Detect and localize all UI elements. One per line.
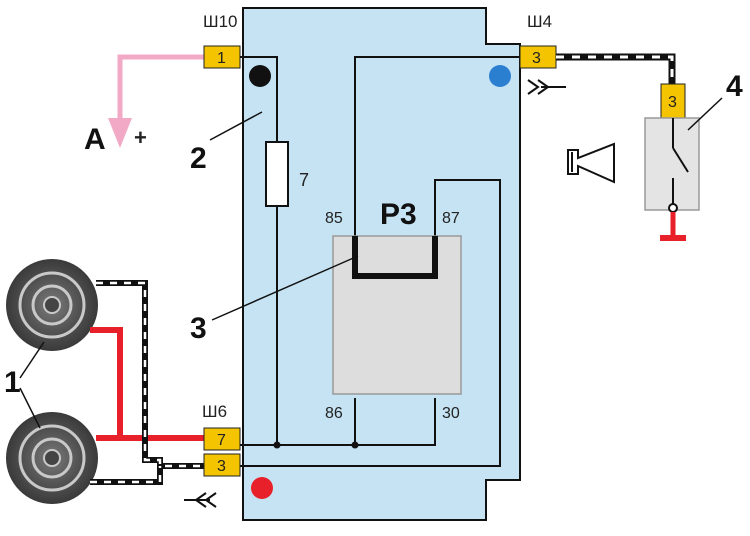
relay-coil [352,236,438,279]
callout-coil-line [211,255,359,321]
power-label: A [84,123,106,156]
connector-sh10-pin: 1 [217,50,226,67]
connector-arrow-icon [527,79,566,95]
horn-top [6,259,98,351]
switch-connector-pin: 3 [668,94,677,111]
switch-contact [672,118,689,205]
relay-name: P3 [380,198,417,231]
switch-terminal [668,203,678,213]
junction-dot [273,441,281,449]
ground-icon [660,212,686,241]
horn-ground-wires [90,280,204,485]
callout-horns-lines [19,341,45,429]
relay-pin-87: 87 [442,210,460,227]
callout-block: 2 [190,142,207,175]
horn-bottom [6,412,98,504]
relay-pin-85: 85 [325,210,343,227]
connector-sh6-top [203,427,241,451]
fuse-number: 7 [299,170,309,190]
red-dot [251,477,273,499]
connector-sh6-bottom-pin: 3 [217,458,226,475]
power-sign: + [134,125,147,150]
relay-pin-30: 30 [442,405,460,422]
horn-icon [567,142,615,184]
connector-sh6-bottom [203,453,241,477]
callout-switch-line [687,97,723,131]
black-dot [249,65,271,87]
connector-sh4-pin: 3 [532,50,541,67]
blue-dot [489,65,511,87]
fuse [265,141,289,207]
relay-pin-86: 86 [325,405,343,422]
connector-sh4-label: Ш4 [527,12,552,31]
power-arrow-icon [108,118,132,148]
internal-wiring [240,56,520,467]
connector-sh6-top-pin: 7 [217,432,226,449]
callout-horns: 1 [4,366,21,399]
switch-wire [556,53,676,86]
connector-sh10-label: Ш10 [203,12,238,31]
horn-power-wires [90,327,204,441]
connector-sh6-label: Ш6 [202,402,227,421]
callout-coil: 3 [190,312,207,345]
connector-arrow-icon [184,492,217,508]
switch-connector [660,83,686,119]
callout-block-line [209,111,263,141]
junction-dot [351,441,359,449]
callout-switch: 4 [726,70,743,103]
power-wire [117,54,205,120]
